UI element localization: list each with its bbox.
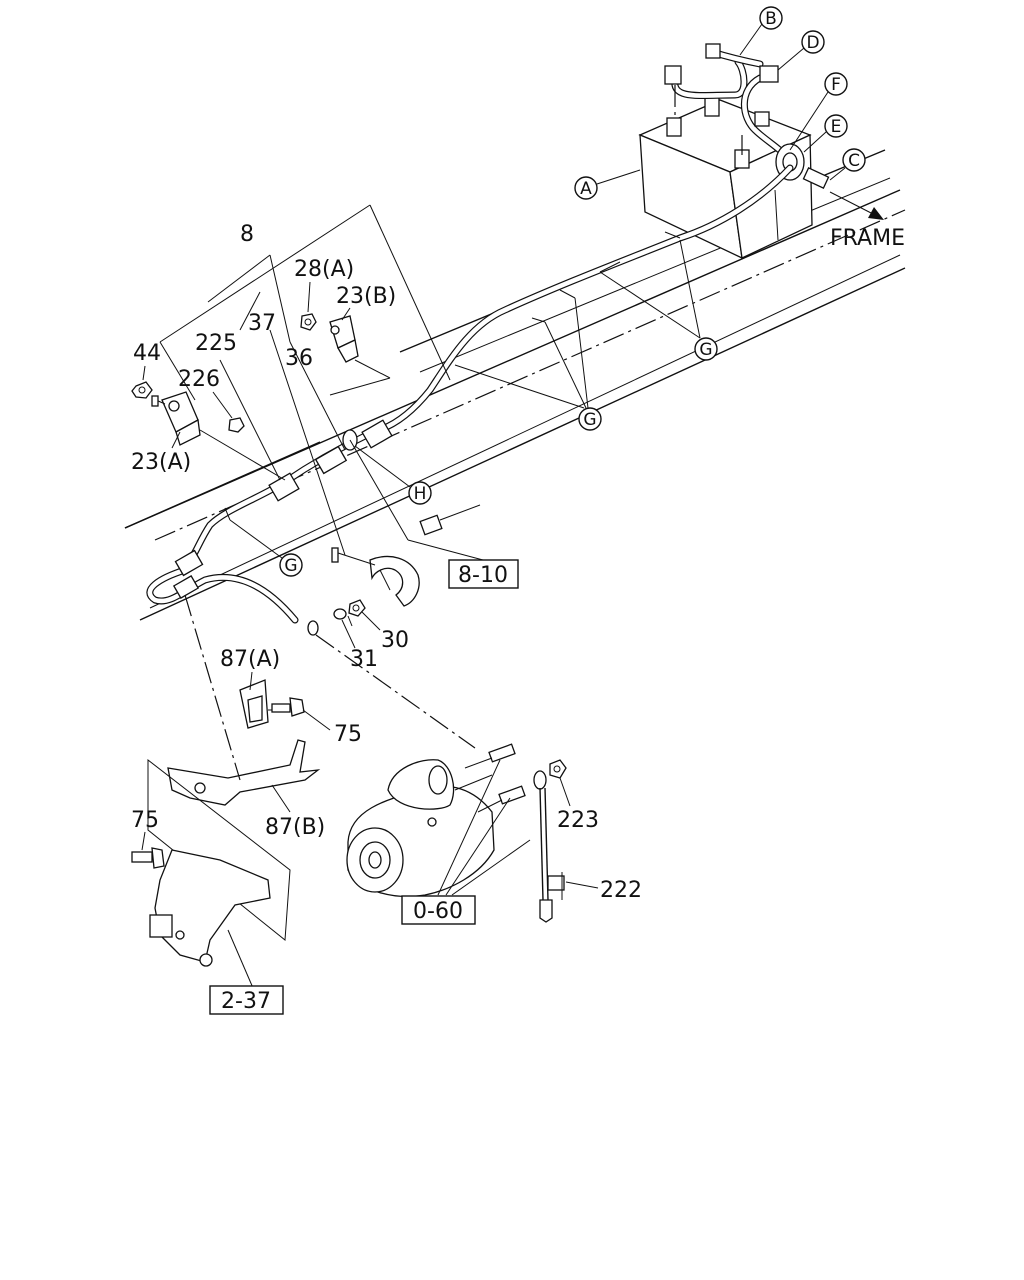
part-226: 226	[178, 367, 220, 392]
part-44: 44	[133, 341, 161, 366]
clamp-assembly	[331, 547, 420, 607]
callout-g-mid: G	[469, 297, 602, 431]
circle-callouts: A B C D E F G	[229, 6, 866, 577]
harness-connectors	[172, 419, 393, 636]
svg-text:8-10: 8-10	[458, 563, 508, 588]
engine-bracket	[147, 758, 291, 989]
nut-44	[131, 381, 153, 399]
callout-e: E	[803, 114, 848, 153]
part-8: 8	[240, 222, 254, 247]
part-23b: 23(B)	[336, 284, 396, 309]
part-87b: 87(B)	[265, 815, 325, 840]
ref-box-0-60: 0-60	[401, 895, 476, 925]
ref-box-2-37: 2-37	[209, 985, 284, 1015]
bolt-75-lower	[131, 847, 165, 869]
bracket-87b	[167, 594, 321, 806]
frame-direction-arrow: FRAME	[829, 191, 905, 251]
svg-text:2-37: 2-37	[221, 989, 271, 1014]
part-30: 30	[381, 628, 409, 653]
part-75-lower: 75	[131, 808, 159, 833]
callout-d: D	[777, 30, 825, 71]
group-8-leaders	[159, 204, 451, 556]
bracket-23a	[161, 391, 286, 481]
svg-text:C: C	[848, 151, 860, 171]
part-222: 222	[600, 878, 642, 903]
svg-text:E: E	[831, 117, 842, 137]
bolt-226	[151, 395, 245, 433]
frame-rails	[124, 149, 906, 621]
starter-studs	[464, 743, 526, 813]
callout-c: C	[829, 148, 866, 181]
callout-b: B	[739, 6, 783, 56]
part-23a: 23(A)	[131, 450, 191, 475]
svg-text:A: A	[580, 179, 592, 199]
svg-text:G: G	[699, 340, 712, 360]
callout-a: A	[574, 169, 641, 200]
part-31: 31	[350, 647, 378, 672]
part-28a: 28(A)	[294, 257, 354, 282]
svg-text:H: H	[414, 484, 427, 504]
svg-text:0-60: 0-60	[413, 899, 463, 924]
part-223: 223	[557, 808, 599, 833]
bracket-87a	[239, 679, 285, 729]
part-number-leaders	[141, 281, 599, 889]
washer-31-nut-30	[333, 599, 366, 627]
starter-motor	[315, 634, 495, 898]
ref-box-8-10: 8-10	[448, 559, 519, 589]
connector-8-10	[349, 439, 484, 561]
callout-h: H	[354, 445, 432, 505]
svg-text:F: F	[831, 75, 841, 95]
leaders-0-60	[437, 759, 531, 896]
callout-g-left: G	[229, 519, 303, 577]
callout-f: F	[789, 72, 848, 151]
svg-text:G: G	[284, 556, 297, 576]
part-87a: 87(A)	[220, 647, 280, 672]
part-37: 37	[248, 311, 276, 336]
svg-text:D: D	[806, 33, 819, 53]
part-225: 225	[195, 331, 237, 356]
bolt-28a	[300, 313, 317, 331]
part-number-labels: 8 28(A) 23(B) 37 225 36 44 226 23(A) 30 …	[131, 222, 642, 903]
part-36: 36	[285, 346, 313, 371]
battery-cables	[664, 43, 830, 189]
bolt-75-upper	[271, 697, 305, 717]
frame-label: FRAME	[830, 226, 905, 251]
ground-cable	[533, 759, 567, 923]
svg-text:G: G	[583, 410, 596, 430]
svg-text:B: B	[765, 9, 777, 29]
bracket-23b	[329, 315, 391, 379]
callout-g-top: G	[599, 239, 718, 361]
part-75-upper: 75	[334, 722, 362, 747]
reference-boxes: 8-10 0-60 2-37	[209, 559, 519, 1015]
